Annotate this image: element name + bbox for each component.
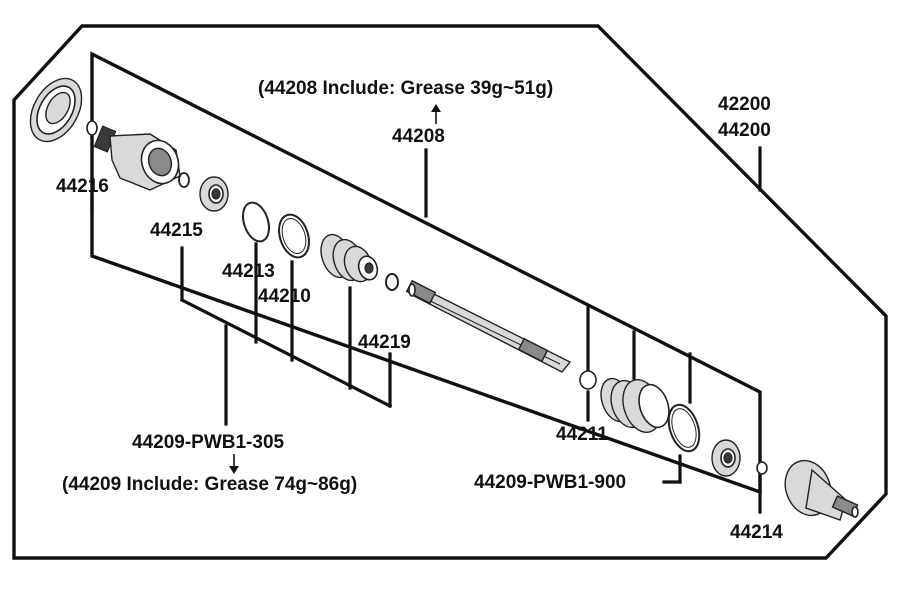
outer-cv-joint	[784, 459, 859, 521]
outer-cage	[711, 439, 741, 477]
inner-cv-housing	[93, 125, 181, 191]
label-44208: 44208	[392, 126, 445, 147]
seal-ring	[29, 77, 83, 143]
label-44200: 44200	[718, 120, 771, 141]
label-44210: 44210	[258, 286, 311, 307]
clip-44214	[756, 461, 768, 475]
label-42200: 42200	[718, 94, 771, 115]
stop-ring-44219	[385, 273, 399, 291]
label-44209-pwb1-305: 44209-PWB1-305	[132, 432, 285, 453]
clip-44216	[86, 120, 98, 136]
circlip-44215	[178, 172, 190, 188]
outer-frame	[12, 24, 888, 560]
label-44219: 44219	[358, 332, 411, 353]
label-44216: 44216	[56, 176, 109, 197]
band-44210	[278, 213, 310, 259]
note-44208-grease: (44208 Include: Grease 39g~51g)	[258, 78, 553, 99]
leader-lines	[90, 104, 762, 514]
outer-band	[667, 403, 701, 453]
label-44209-pwb1-900: 44209-PWB1-900	[474, 472, 626, 493]
inner-boot	[320, 233, 379, 283]
inner-tripod	[199, 176, 229, 212]
label-44215: 44215	[150, 220, 203, 241]
band-44213	[242, 201, 270, 243]
note-44209-grease: (44209 Include: Grease 74g~86g)	[62, 474, 357, 495]
outer-boot	[600, 377, 670, 433]
label-44211: 44211	[556, 424, 608, 445]
label-44214: 44214	[730, 522, 783, 543]
driveshaft	[405, 279, 572, 373]
label-44213: 44213	[222, 261, 275, 282]
stop-ring-44211	[579, 370, 597, 390]
